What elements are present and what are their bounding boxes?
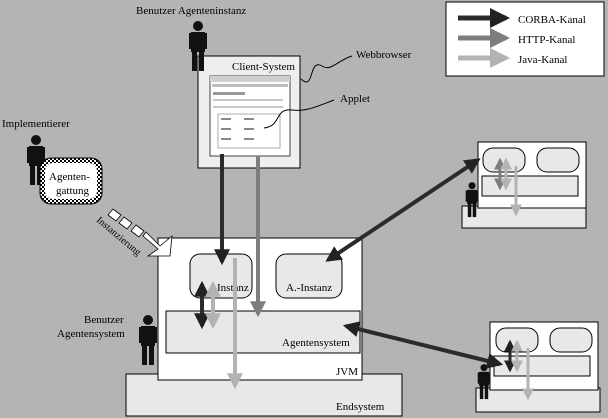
browser-window	[209, 75, 291, 157]
agentensystem-label: Agentensystem	[282, 337, 350, 349]
corba-agentensystem-remote	[342, 321, 504, 369]
webbrowser-pointer	[300, 55, 353, 83]
agentengattung-line1: Agenten-	[49, 171, 90, 183]
legend-corba-label: CORBA-Kanal	[518, 14, 586, 26]
user-agent-system-icon	[139, 315, 157, 365]
remote-endsystem-2	[475, 321, 601, 413]
legend-java-label: Java-Kanal	[518, 54, 567, 66]
implementierer-label: Implementierer	[2, 118, 70, 130]
agentensystem-user-label: Agentensystem	[57, 328, 125, 340]
agentengattung-box	[45, 163, 97, 199]
instanz-label: Instanz	[217, 282, 249, 294]
endsystem-label: Endsystem	[336, 401, 385, 413]
benutzer-label: Benutzer	[84, 314, 124, 326]
instanzierung-arrow	[107, 208, 173, 257]
legend: CORBA-Kanal HTTP-Kanal Java-Kanal	[445, 1, 605, 77]
benutzer-agenteninstanz-label: Benutzer Agenteninstanz	[136, 5, 246, 17]
corba-a-instanz-remote	[325, 158, 481, 262]
agentengattung-line2: gattung	[56, 185, 89, 197]
webbrowser-label: Webbrowser	[356, 49, 412, 61]
applet-label: Applet	[340, 93, 370, 105]
applet-pointer	[263, 99, 335, 129]
instanzierung-label: Instanzierung	[94, 215, 143, 258]
legend-http-label: HTTP-Kanal	[518, 34, 575, 46]
client-system-label: Client-System	[232, 61, 295, 73]
remote-endsystem-1	[461, 141, 587, 229]
jvm-label: JVM	[336, 366, 358, 378]
a-instanz-label: A.-Instanz	[286, 282, 332, 294]
a-instanz-box	[275, 253, 343, 299]
